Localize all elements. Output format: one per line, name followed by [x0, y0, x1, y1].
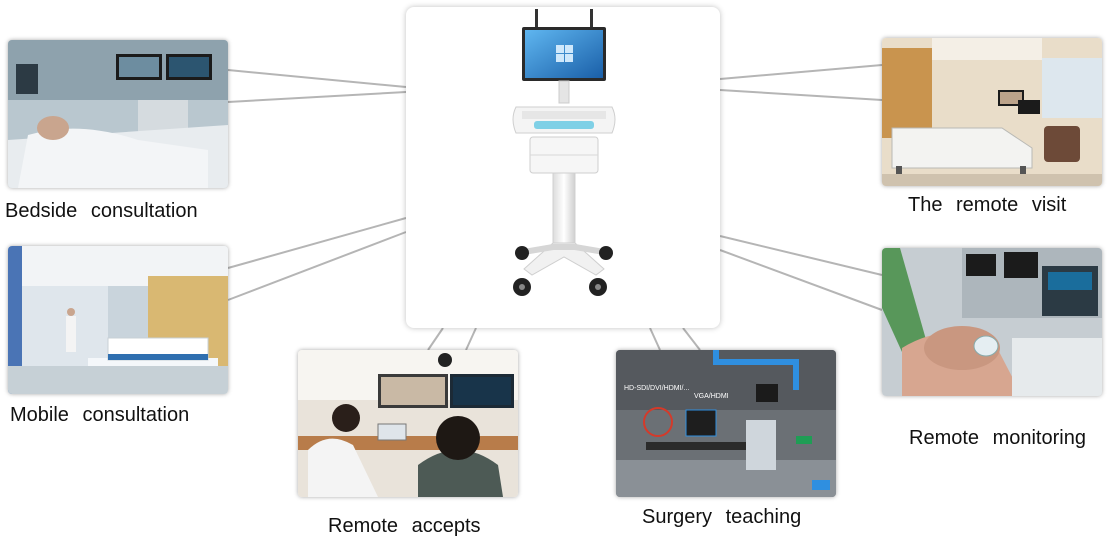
remote-visit-label: The remote visit — [908, 194, 1067, 216]
medical-cart-card — [406, 7, 720, 328]
remote-accepts-label: Remote accepts — [328, 515, 481, 537]
remote-accepts-image — [298, 350, 518, 497]
connector-line — [719, 249, 883, 311]
bedside-consultation-label: Bedside consultation — [5, 200, 198, 222]
connector-line — [227, 69, 407, 88]
surgery-screen-text-2: VGA/HDMI — [694, 393, 729, 400]
remote-monitoring-image — [882, 248, 1102, 396]
bedside-consultation-image — [8, 40, 228, 188]
connector-line — [227, 231, 407, 301]
medical-cart-illustration — [512, 9, 616, 296]
connector-line — [465, 327, 477, 351]
mobile-consultation-image — [8, 246, 228, 394]
connector-line — [719, 235, 883, 276]
connector-line — [227, 217, 407, 269]
connector-line — [227, 91, 407, 103]
connector-line — [719, 89, 883, 101]
remote-monitoring-label: Remote monitoring — [909, 427, 1086, 449]
surgery-teaching-image: HD-SDI/DVI/HDMI/... VGA/HDMI — [616, 350, 836, 497]
connector-line — [682, 327, 701, 351]
surgery-screen-text: HD-SDI/DVI/HDMI/... — [624, 385, 689, 392]
connector-line — [649, 327, 661, 351]
connector-line — [427, 327, 444, 351]
surgery-teaching-label: Surgery teaching — [642, 506, 802, 528]
mobile-consultation-label: Mobile consultation — [10, 404, 190, 426]
remote-visit-image — [882, 38, 1102, 186]
connector-line — [719, 64, 883, 80]
